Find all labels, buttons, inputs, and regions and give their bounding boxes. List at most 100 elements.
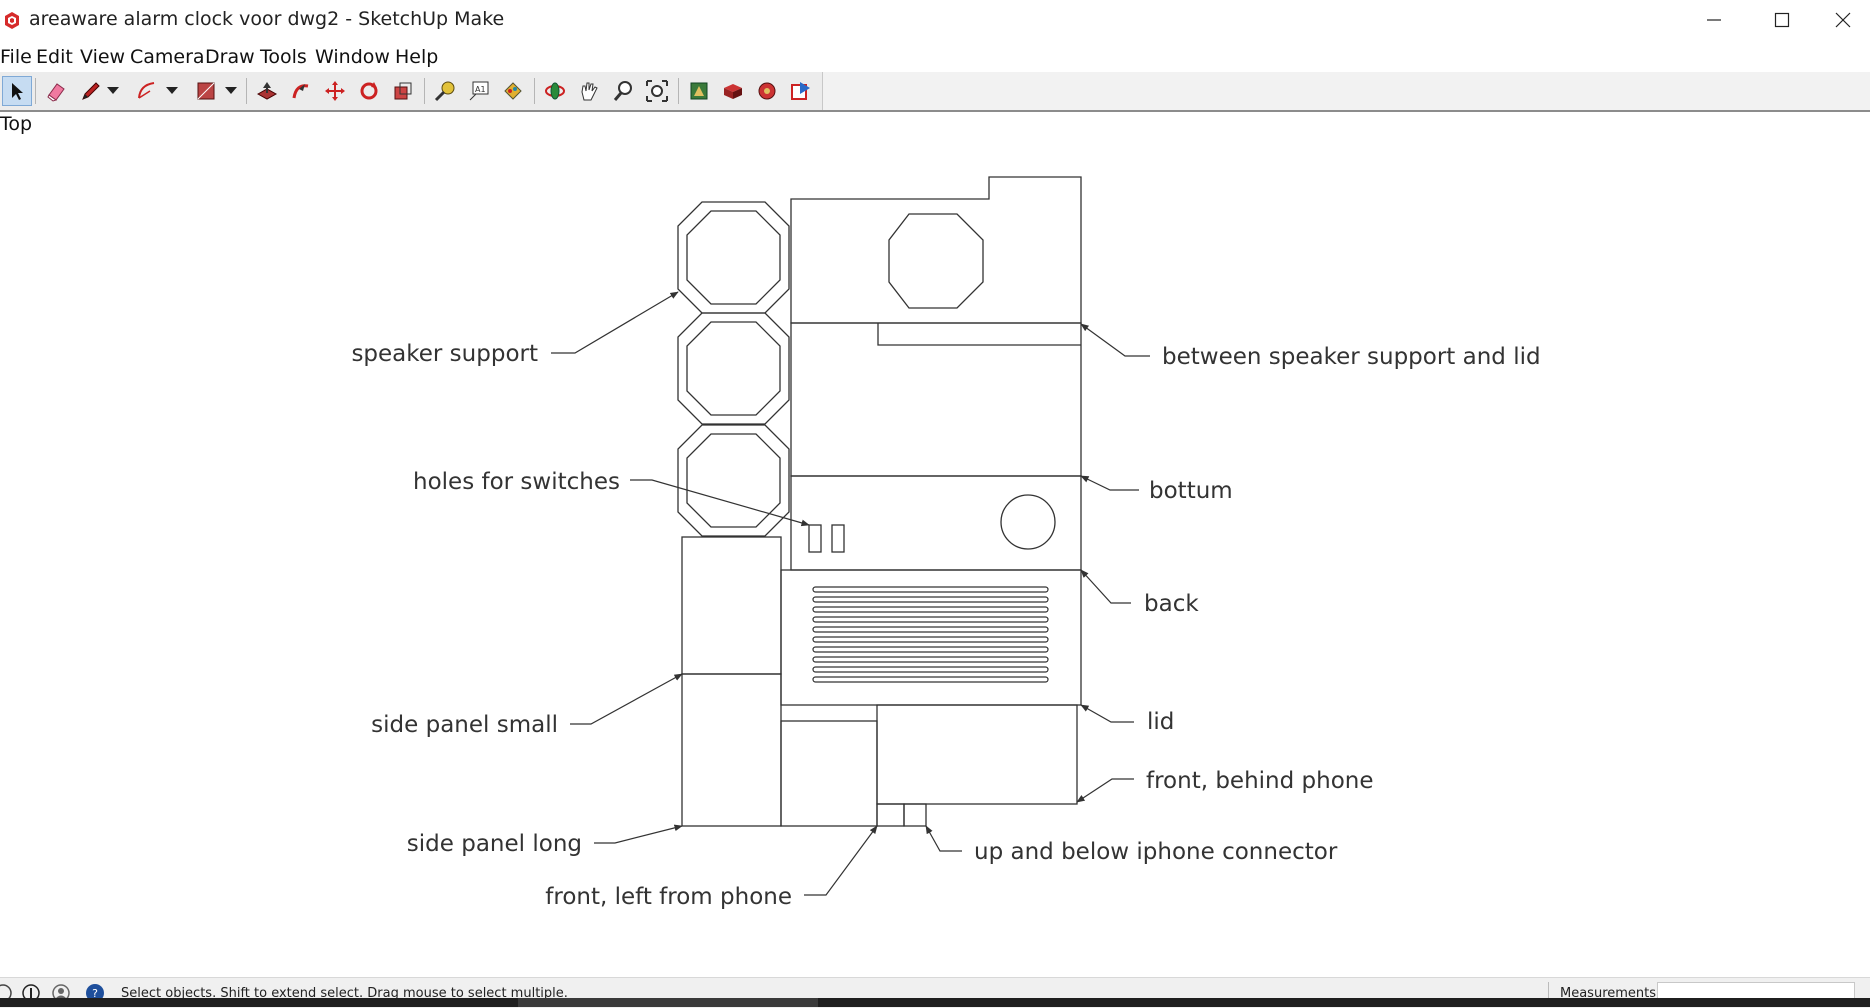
menu-bar: File Edit View Camera Draw Tools Window …	[0, 40, 1870, 72]
follow-me-tool-button[interactable]	[287, 77, 315, 105]
maximize-button[interactable]	[1748, 0, 1816, 40]
getting-started-toolbar: A1	[0, 72, 823, 110]
back-panel-hole	[1000, 494, 1056, 550]
taskbar-highlight	[518, 998, 818, 1007]
leader-speaker-support	[551, 291, 679, 354]
front-behind-panel	[876, 704, 1078, 805]
eraser-icon	[47, 83, 65, 102]
taskbar-strip	[0, 998, 1870, 1007]
leader-between	[1080, 323, 1150, 357]
zoom-tool-button[interactable]	[609, 77, 637, 105]
text-icon: A1	[469, 81, 489, 101]
text-tool-button[interactable]: A1	[465, 77, 493, 105]
toolbar-separator	[424, 78, 425, 104]
tape-measure-tool-button[interactable]	[431, 77, 459, 105]
warehouse-button[interactable]	[685, 77, 713, 105]
extension-warehouse-button[interactable]	[753, 77, 781, 105]
label-between: between speaker support and lid	[1162, 344, 1541, 370]
send-to-layout-icon	[791, 82, 810, 100]
menu-draw[interactable]: Draw	[205, 46, 255, 68]
menu-edit[interactable]: Edit	[36, 46, 73, 68]
speaker-support-octagon-3-inner	[686, 433, 781, 528]
back-panel	[790, 475, 1082, 571]
side-panel-long	[681, 673, 782, 827]
rectangle-tool-button[interactable]	[192, 77, 220, 105]
between-panel-octagon	[888, 213, 984, 309]
toolbar-separator	[534, 78, 535, 104]
menu-file[interactable]: File	[0, 46, 32, 68]
orbit-tool-button[interactable]	[541, 77, 569, 105]
svg-text:?: ?	[92, 987, 98, 1000]
paint-bucket-tool-button[interactable]	[499, 77, 527, 105]
scene-view-name: Top	[0, 113, 33, 135]
leader-bottum	[1080, 475, 1139, 491]
close-button[interactable]	[1816, 0, 1870, 40]
eraser-tool-button[interactable]	[42, 77, 70, 105]
svg-text:A1: A1	[475, 85, 486, 94]
send-to-layout-button[interactable]	[787, 77, 815, 105]
label-front-left: front, left from phone	[545, 884, 792, 910]
leader-lid	[1080, 704, 1134, 723]
minimize-button[interactable]	[1680, 0, 1748, 40]
leader-connector	[925, 825, 962, 852]
toolbar-separator	[35, 78, 36, 104]
label-connector: up and below iphone connector	[974, 839, 1338, 865]
model-drawing: speaker support between speaker support …	[351, 176, 1541, 910]
components-icon	[724, 84, 742, 99]
label-bottum: bottum	[1149, 478, 1233, 504]
menu-view[interactable]: View	[80, 46, 126, 68]
warehouse-icon	[690, 82, 708, 100]
follow-me-icon	[292, 84, 309, 99]
arc-tool-button[interactable]	[133, 77, 161, 105]
shapes-dropdown[interactable]	[222, 77, 240, 105]
leader-holes	[630, 479, 810, 527]
front-left-panel	[780, 720, 878, 827]
pan-tool-button[interactable]	[575, 77, 603, 105]
menu-window[interactable]: Window	[315, 46, 390, 68]
pencil-tool-button[interactable]	[77, 77, 105, 105]
pencil-dropdown[interactable]	[104, 77, 122, 105]
arc-dropdown[interactable]	[163, 77, 181, 105]
select-tool-button[interactable]	[2, 76, 32, 106]
leader-back	[1080, 569, 1131, 604]
menu-tools[interactable]: Tools	[260, 46, 307, 68]
sketchup-app-icon	[5, 12, 19, 29]
menu-help[interactable]: Help	[395, 46, 439, 68]
scale-icon	[394, 82, 412, 100]
zoom-extents-tool-button[interactable]	[643, 77, 671, 105]
orbit-icon	[545, 82, 565, 100]
speaker-support-octagon-2-inner	[686, 321, 781, 416]
instructor-help-icon[interactable]: ?	[84, 982, 106, 1004]
leader-front-behind	[1076, 778, 1134, 803]
modeling-viewport[interactable]: Top	[0, 112, 1870, 977]
components-button[interactable]	[719, 77, 747, 105]
window-title: areaware alarm clock voor dwg2 - SketchU…	[29, 8, 505, 30]
menu-camera[interactable]: Camera	[130, 46, 205, 68]
close-icon	[1835, 12, 1851, 28]
pencil-icon	[82, 82, 100, 100]
bottum-notch	[877, 323, 1081, 346]
leader-front-left	[804, 825, 878, 896]
bottum-panel	[790, 322, 1082, 477]
label-side-long: side panel long	[407, 831, 582, 857]
toolbar-separator	[678, 78, 679, 104]
minimize-icon	[1707, 19, 1721, 21]
between-panel-outline	[790, 176, 1082, 324]
push-pull-tool-button[interactable]	[253, 77, 281, 105]
scale-tool-button[interactable]	[389, 77, 417, 105]
chevron-down-icon	[107, 87, 119, 94]
label-back: back	[1144, 591, 1199, 617]
speaker-support-octagon-3	[677, 424, 790, 537]
rotate-icon	[360, 82, 378, 100]
speaker-support-octagon-1-inner	[686, 210, 781, 305]
zoom-extents-icon	[646, 80, 668, 102]
tape-measure-icon	[434, 81, 455, 102]
measurements-label: Measurements	[1560, 986, 1657, 1001]
move-tool-button[interactable]	[321, 77, 349, 105]
label-speaker-support: speaker support	[351, 341, 538, 367]
rotate-tool-button[interactable]	[355, 77, 383, 105]
label-holes: holes for switches	[413, 469, 620, 495]
toolbar-separator	[246, 78, 247, 104]
status-hint: Select objects. Shift to extend select. …	[121, 986, 568, 1001]
speaker-support-octagon-1	[677, 201, 790, 314]
